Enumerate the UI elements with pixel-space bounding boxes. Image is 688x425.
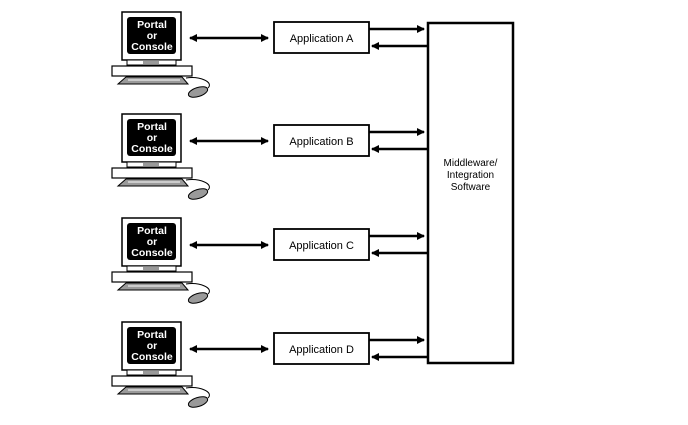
mouse [187, 86, 209, 98]
mouse-cord [185, 179, 210, 191]
application-box [273, 228, 370, 261]
middleware-box: Middleware/ Integration Software [426, 21, 515, 365]
mouse-cord [185, 77, 210, 89]
workstation-label-line-3: Console [131, 143, 173, 155]
workstation-label-line-3: Console [131, 247, 173, 259]
workstation-label-line-2: or [147, 30, 158, 42]
application-label: Application C [289, 240, 354, 252]
mouse-cord [185, 283, 210, 295]
monitor-neck-shade [143, 61, 159, 64]
workstation-label-line-3: Console [131, 41, 173, 53]
computer-case [111, 65, 193, 77]
mouse [187, 188, 209, 200]
workstation-label-line-1: Portal [137, 121, 167, 133]
workstation-label-line-2: or [147, 132, 158, 144]
workstation-label-line-1: Portal [137, 329, 167, 341]
workstation-label-line-2: or [147, 236, 158, 248]
application-box [273, 332, 370, 365]
mouse [187, 396, 209, 408]
application-label: Application B [289, 136, 353, 148]
monitor-neck-shade [143, 163, 159, 166]
mouse-cord [185, 387, 210, 399]
monitor-screen [127, 223, 176, 260]
application-label: Application A [290, 33, 354, 45]
workstation-label-line-3: Console [131, 351, 173, 363]
middleware-label-line-3: Software [451, 182, 491, 193]
middleware-rect [426, 21, 515, 365]
monitor-neck-shade [143, 267, 159, 270]
monitor-screen [127, 17, 176, 54]
middleware-label-line-2: Integration [447, 170, 494, 181]
mouse [187, 292, 209, 304]
computer-case [111, 167, 193, 179]
middleware-label-line-1: Middleware/ [444, 158, 498, 169]
monitor-neck-shade [143, 371, 159, 374]
workstation-label-line-2: or [147, 340, 158, 352]
application-label: Application D [289, 344, 354, 356]
computer-case [111, 375, 193, 387]
application-box [273, 21, 370, 54]
workstation-label-line-1: Portal [137, 225, 167, 237]
monitor-screen [127, 119, 176, 156]
workstation-label-line-1: Portal [137, 19, 167, 31]
computer-case [111, 271, 193, 283]
application-box [273, 124, 370, 157]
monitor-screen [127, 327, 176, 364]
